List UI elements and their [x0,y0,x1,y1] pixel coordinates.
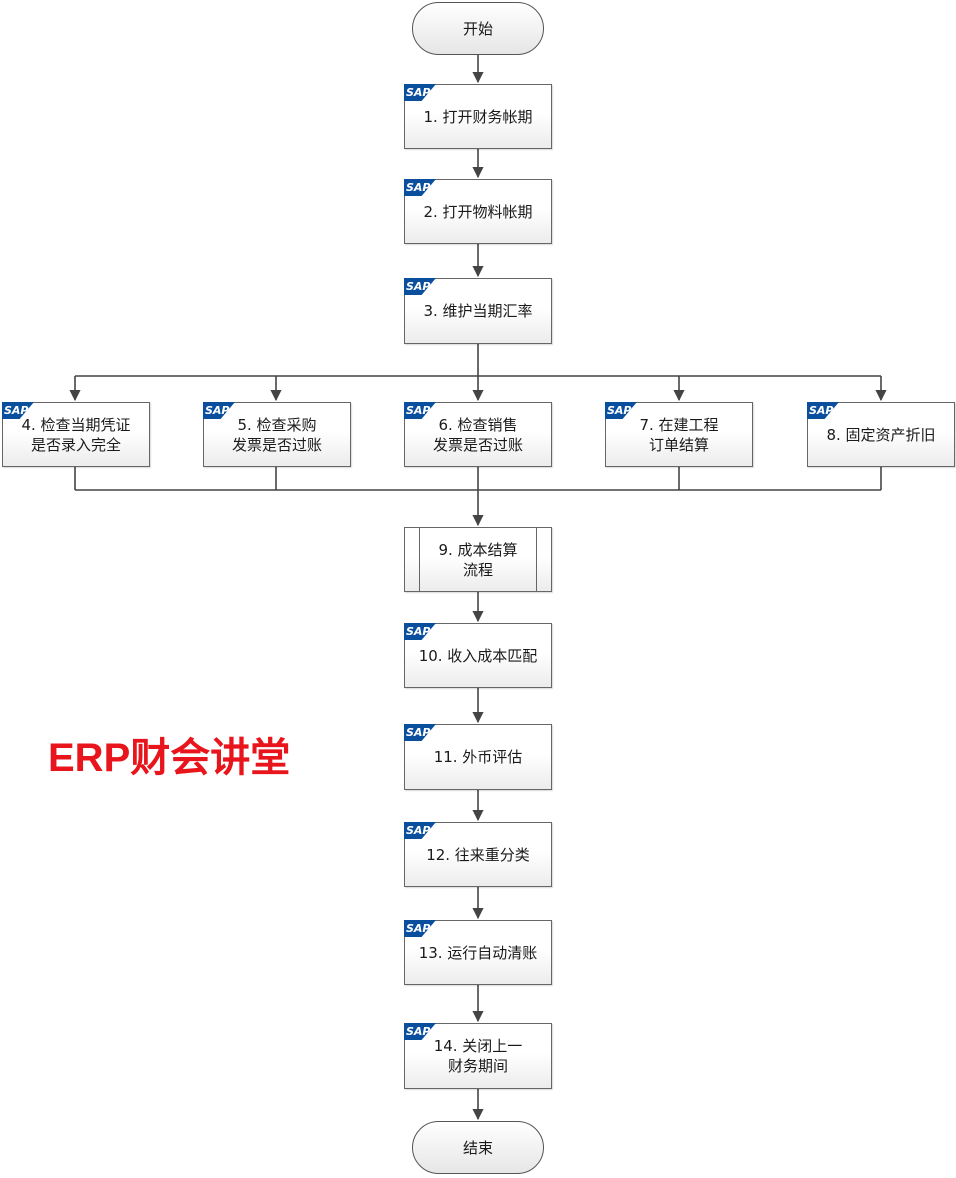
step-12-regrouping: SAP 12. 往来重分类 [404,822,552,887]
sap-logo-icon: SAP [404,402,436,419]
end-label: 结束 [462,1138,493,1157]
sap-logo-icon: SAP [404,724,436,741]
step-8-fixed-asset-depreciation: SAP 8. 固定资产折旧 [807,402,955,467]
step-13-label: 13. 运行自动清账 [418,943,538,962]
step-9-label: 9. 成本结算 流程 [438,540,518,579]
step-3-label: 3. 维护当期汇率 [423,302,533,320]
step-3-maintain-exchange-rate: SAP 3. 维护当期汇率 [404,278,552,344]
end-node: 结束 [412,1121,544,1174]
sap-logo-icon: SAP [404,1023,436,1040]
step-8-label: 8. 固定资产折旧 [826,425,936,444]
step-1-label: 1. 打开财务帐期 [423,107,533,126]
sap-logo-icon: SAP [404,623,436,640]
sap-logo-icon: SAP [404,278,436,295]
sap-logo-icon: SAP [807,402,839,419]
step-11-fx-valuation: SAP 11. 外币评估 [404,724,552,790]
watermark-text: ERP财会讲堂 [48,736,291,780]
step-4-label: 4. 检查当期凭证 是否录入完全 [21,415,131,454]
step-13-auto-clearing: SAP 13. 运行自动清账 [404,920,552,985]
step-7-settle-construction-orders: SAP 7. 在建工程 订单结算 [605,402,753,467]
step-12-label: 12. 往来重分类 [426,845,530,864]
start-node: 开始 [412,2,544,55]
step-10-label: 10. 收入成本匹配 [418,646,538,665]
sap-logo-icon: SAP [404,84,436,101]
step-6-check-sales-invoices: SAP 6. 检查销售 发票是否过账 [404,402,552,467]
step-14-close-previous-period: SAP 14. 关闭上一 财务期间 [404,1023,552,1089]
sap-logo-icon: SAP [404,179,436,196]
step-11-label: 11. 外币评估 [433,748,523,766]
step-1-open-finance-period: SAP 1. 打开财务帐期 [404,84,552,149]
step-2-label: 2. 打开物料帐期 [423,202,533,221]
step-9-cost-settlement-subprocess: 9. 成本结算 流程 [404,527,552,592]
step-2-open-material-period: SAP 2. 打开物料帐期 [404,179,552,244]
step-10-revenue-cost-matching: SAP 10. 收入成本匹配 [404,623,552,688]
step-4-check-vouchers: SAP 4. 检查当期凭证 是否录入完全 [2,402,150,467]
sap-logo-icon: SAP [404,822,436,839]
step-7-label: 7. 在建工程 订单结算 [639,415,719,454]
sap-logo-icon: SAP [404,920,436,937]
step-5-check-purchase-invoices: SAP 5. 检查采购 发票是否过账 [203,402,351,467]
step-6-label: 6. 检查销售 发票是否过账 [432,415,523,454]
start-label: 开始 [462,19,493,38]
sap-logo-icon: SAP [203,402,235,419]
step-14-label: 14. 关闭上一 财务期间 [433,1037,523,1075]
step-5-label: 5. 检查采购 发票是否过账 [231,415,322,454]
sap-logo-icon: SAP [605,402,637,419]
